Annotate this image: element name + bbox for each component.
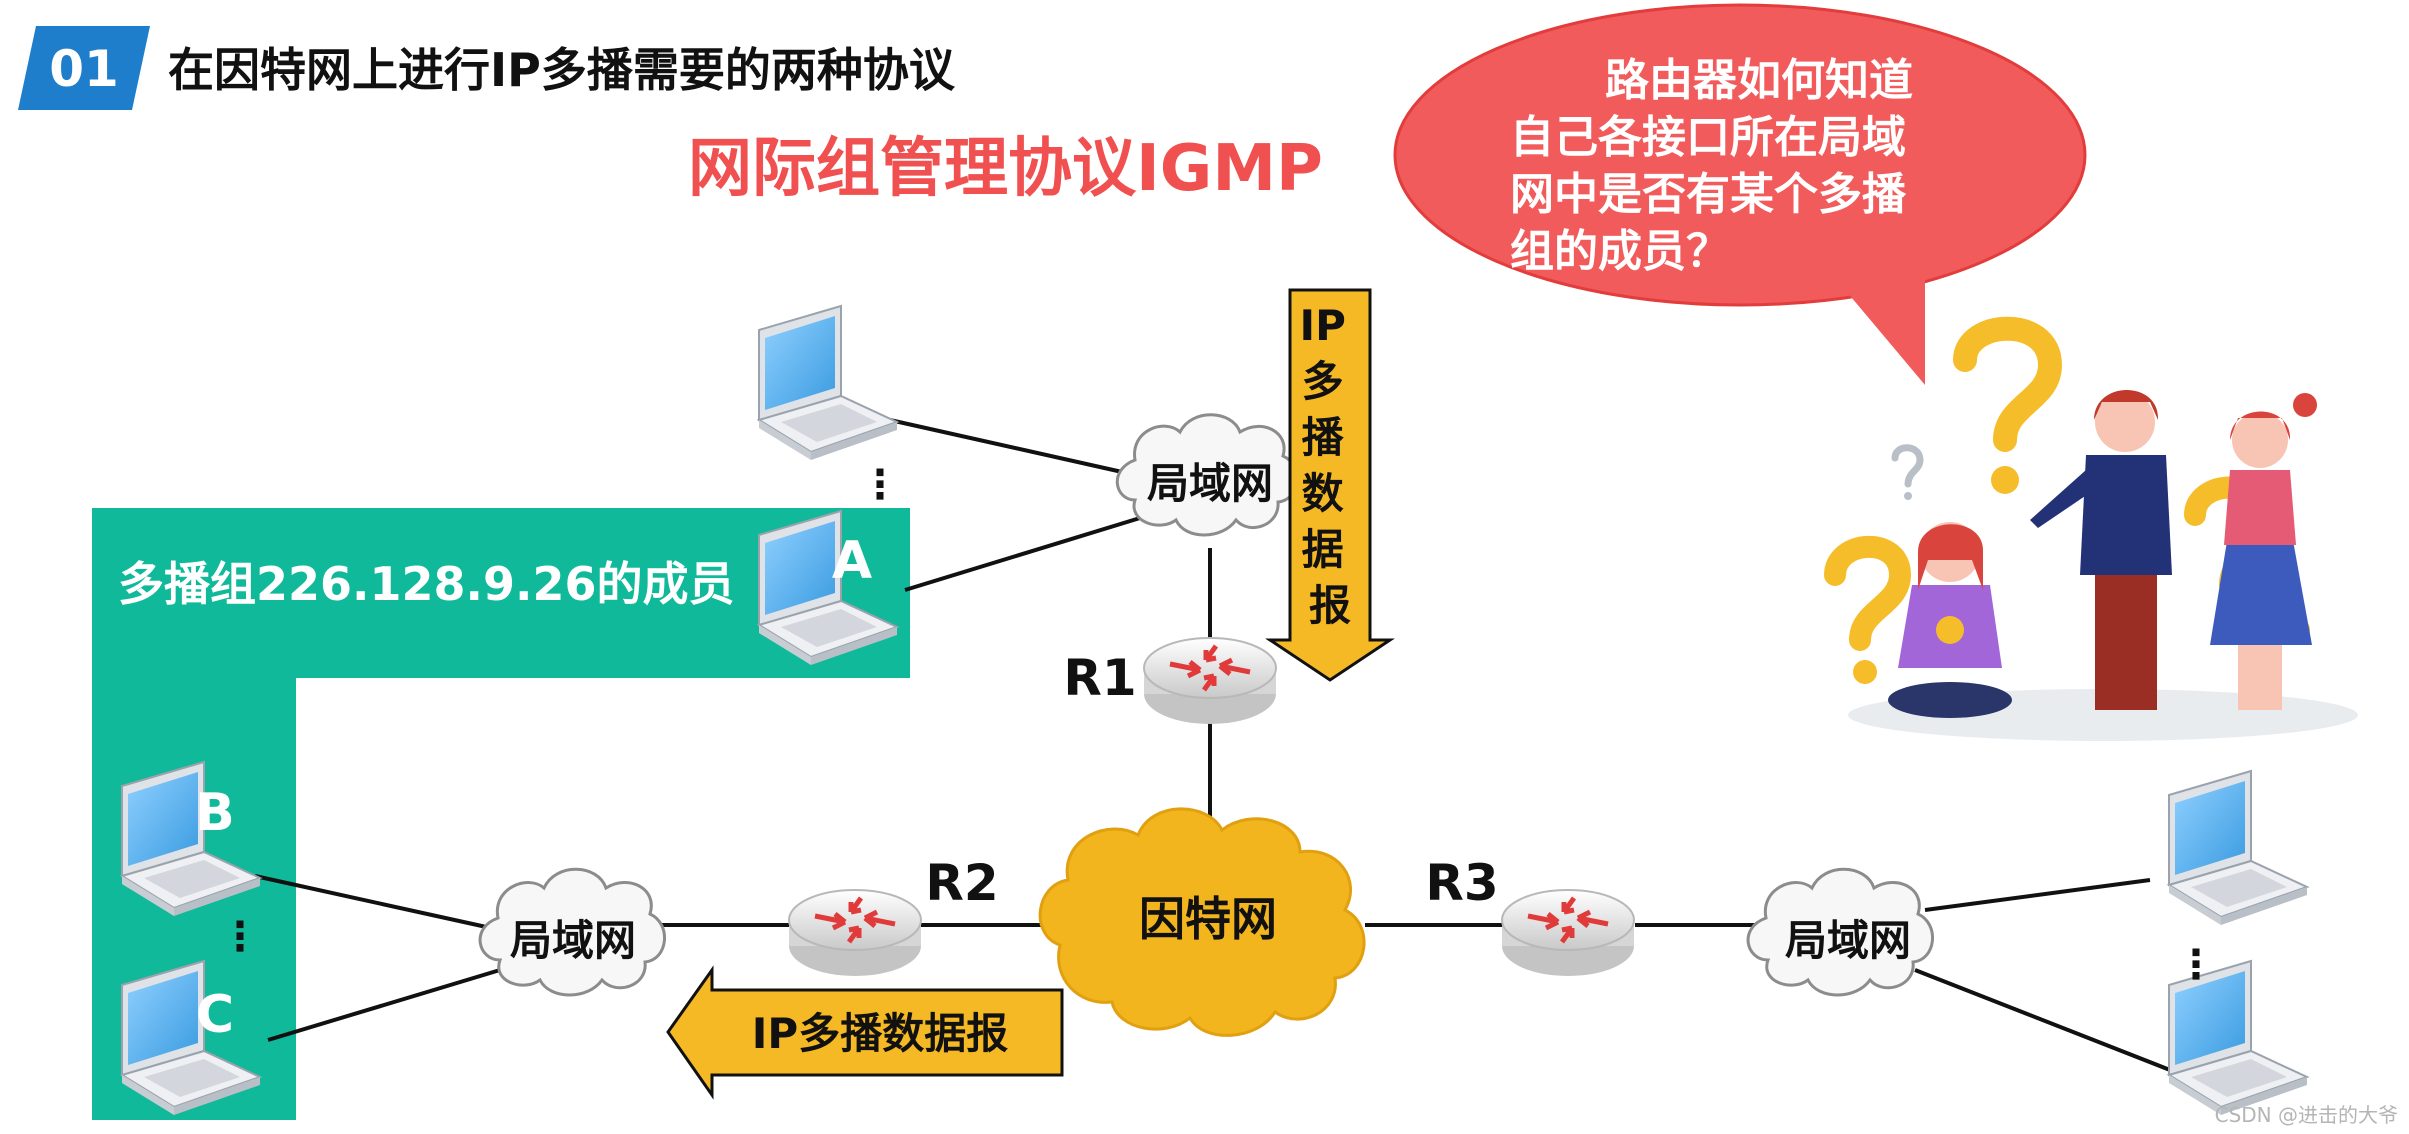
title-badge: 01 (18, 26, 150, 110)
laptop-top-icon (758, 305, 898, 461)
question-speech-bubble: 路由器如何知道 自己各接口所在局域 网中是否有某个多播 组的成员？ (1393, 3, 2087, 385)
lan-cloud-left: 局域网 (478, 867, 666, 997)
lan-cloud-right: 局域网 (1746, 867, 1934, 997)
bubble-line-4: 组的成员？ (1510, 226, 1730, 277)
internet-label: 因特网 (1139, 892, 1277, 946)
group-label: 多播组226.128.9.26的成员 (118, 557, 735, 611)
datagram-vertical-char-6: 报 (1309, 581, 1351, 630)
lan-cloud-top: 局域网 (1115, 413, 1299, 537)
router-r2-label: R2 (925, 854, 998, 912)
bubble-line-1: 路由器如何知道 (1605, 55, 1913, 106)
ellipsis-top: ⋮ (860, 462, 900, 508)
ellipsis-right: ⋮ (2176, 942, 2216, 988)
datagram-arrow-vertical: IP 多 播 数 据 报 (1265, 288, 1395, 682)
network-links (254, 418, 2171, 1072)
ellipsis-left: ⋮ (220, 914, 260, 960)
bubble-line-3: 网中是否有某个多播 (1510, 169, 1907, 220)
protocol-subtitle: 网际组管理协议IGMP (688, 132, 1323, 206)
svg-text:IP 多 播 数: IP 多 播 数 据 报 (1299, 301, 1360, 630)
router-r3-label: R3 (1425, 854, 1498, 912)
confused-people-illustration (1824, 316, 2358, 741)
datagram-vertical-char-1: IP (1299, 301, 1345, 350)
router-r1-icon (1144, 638, 1276, 724)
datagram-vertical-char-5: 据 (1302, 525, 1344, 574)
router-r3-icon (1502, 890, 1634, 976)
router-r1-label: R1 (1063, 649, 1136, 707)
lan-right-label: 局域网 (1785, 916, 1911, 965)
datagram-vertical-char-2: 多 (1302, 357, 1344, 406)
bubble-line-2: 自己各接口所在局域 (1510, 112, 1906, 163)
datagram-horizontal-label: IP多播数据报 (752, 1009, 1008, 1058)
host-a-label: A (832, 531, 872, 591)
lan-left-label: 局域网 (510, 916, 636, 965)
lan-top-label: 局域网 (1147, 459, 1273, 508)
datagram-vertical-char-4: 数 (1302, 469, 1344, 518)
datagram-vertical-char-3: 播 (1302, 413, 1345, 462)
multicast-group-area (92, 508, 910, 1120)
host-c-label: C (196, 985, 234, 1045)
host-b-label: B (195, 783, 235, 843)
svg-text:路由器如何知道 自己各接口所在局域: 路由器如何知道 自己各接口所在局域 网中是否有某个多播 组的成员？ (1510, 55, 1928, 277)
page-title: 在因特网上进行IP多播需要的两种协议 (168, 43, 956, 97)
badge-number: 01 (49, 40, 119, 98)
watermark: CSDN @进击的大爷 (2215, 1103, 2398, 1127)
datagram-arrow-horizontal: IP多播数据报 (666, 965, 1064, 1100)
router-r2-icon (789, 890, 921, 976)
internet-cloud: 因特网 (1038, 807, 1366, 1037)
laptop-right-top-icon (2168, 770, 2308, 926)
